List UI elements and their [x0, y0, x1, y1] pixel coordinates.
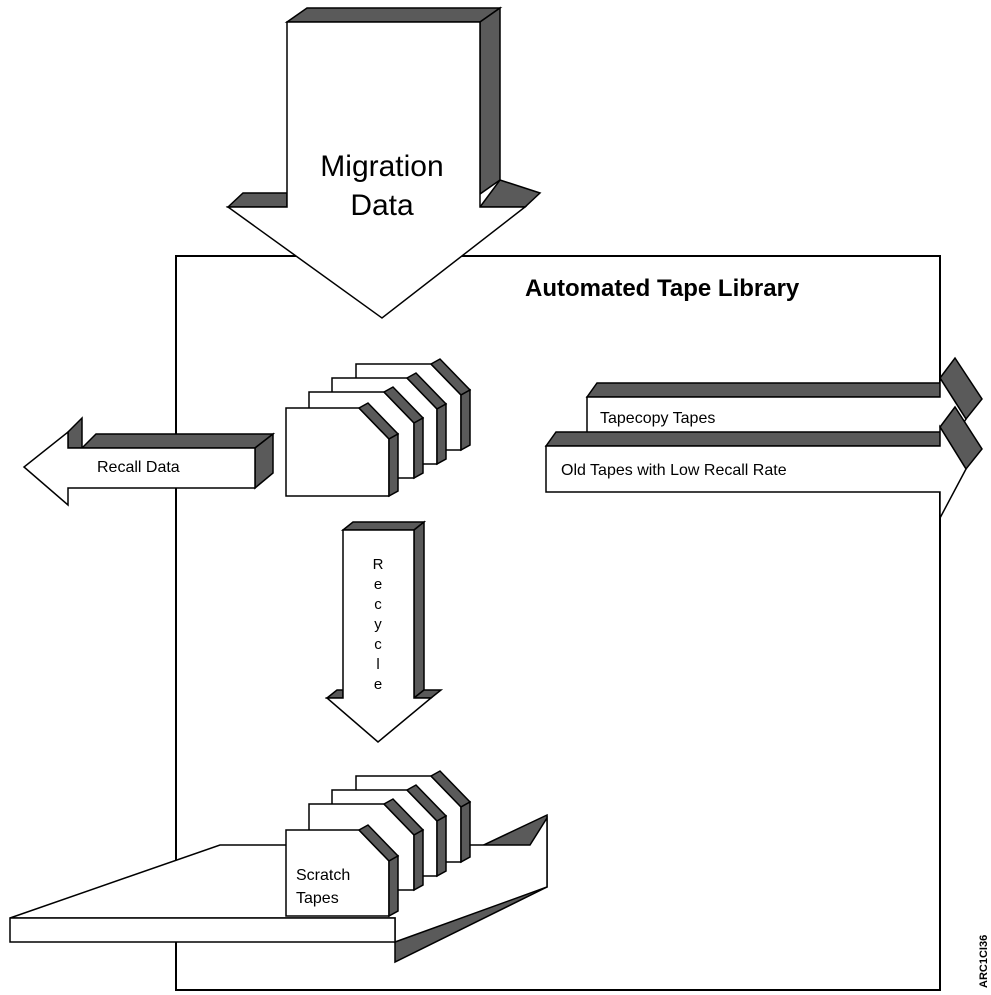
recycle-arrow	[324, 520, 444, 743]
library-title: Automated Tape Library	[525, 275, 800, 302]
tape-stack-top	[285, 358, 472, 498]
migration-data-arrow	[225, 6, 542, 319]
tapecopy-tapes-label: Tapecopy Tapes	[600, 410, 715, 427]
scratch-tapes-label-line1: Scratch	[296, 867, 350, 884]
recall-data-arrow	[22, 416, 276, 507]
recycle-letter: R	[373, 556, 384, 573]
recycle-letter: l	[376, 656, 379, 673]
old-tapes-arrow	[544, 405, 983, 519]
migration-label-line2: Data	[350, 189, 414, 222]
tapecopy-tapes-arrow	[585, 356, 983, 463]
recycle-letter: e	[374, 676, 382, 693]
migration-label-line1: Migration	[320, 150, 443, 183]
recycle-letter: c	[374, 636, 382, 653]
tape-cartridge	[285, 402, 400, 498]
scratch-tapes-label-line2: Tapes	[296, 890, 339, 907]
figure-id: ARC1CI36	[978, 935, 990, 988]
tape-cartridge	[285, 824, 400, 918]
recycle-letter: c	[374, 596, 382, 613]
recycle-letter: y	[374, 616, 382, 633]
old-tapes-label: Old Tapes with Low Recall Rate	[561, 462, 787, 479]
recycle-letter: e	[374, 576, 382, 593]
recall-data-label: Recall Data	[97, 459, 180, 476]
tape-stack-bottom	[285, 770, 472, 918]
